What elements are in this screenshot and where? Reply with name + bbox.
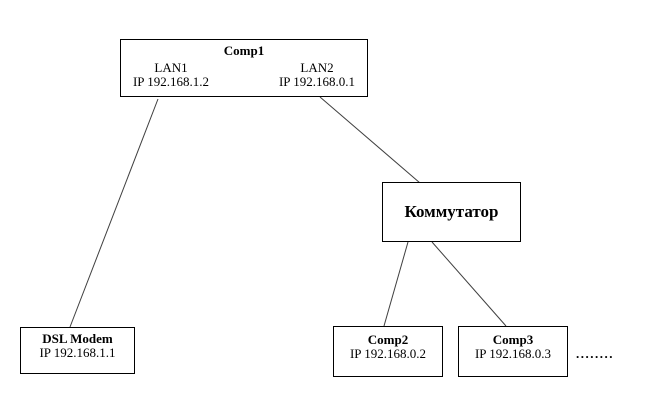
comp2-title: Comp2 bbox=[367, 332, 409, 347]
node-dsl-modem: DSL Modem IP 192.168.1.1 bbox=[20, 327, 135, 374]
comp1-interface-lan2: LAN2 IP 192.168.0.1 bbox=[267, 61, 367, 89]
dsl-modem-ip: IP 192.168.1.1 bbox=[39, 345, 116, 360]
connection-comp1-lan2-to-switch bbox=[319, 96, 421, 184]
dsl-modem-title: DSL Modem bbox=[42, 331, 113, 346]
comp1-lan2-name: LAN2 bbox=[300, 60, 334, 75]
comp3-title: Comp3 bbox=[492, 332, 534, 347]
switch-title: Коммутатор bbox=[404, 202, 499, 221]
connection-switch-to-comp3 bbox=[431, 241, 507, 327]
comp1-lan1-name: LAN1 bbox=[154, 60, 188, 75]
connection-comp1-lan1-to-dsl-modem bbox=[69, 98, 159, 328]
comp1-interface-lan1: LAN1 IP 192.168.1.2 bbox=[123, 61, 219, 89]
comp2-ip: IP 192.168.0.2 bbox=[349, 346, 427, 361]
more-nodes-ellipsis: ........ bbox=[576, 346, 614, 361]
comp3-ip: IP 192.168.0.3 bbox=[474, 346, 552, 361]
node-comp1: Comp1 LAN1 IP 192.168.1.2 LAN2 IP 192.16… bbox=[120, 39, 368, 97]
node-comp2: Comp2 IP 192.168.0.2 bbox=[333, 326, 443, 377]
connection-switch-to-comp2 bbox=[383, 241, 409, 327]
comp1-lan1-ip: IP 192.168.1.2 bbox=[132, 74, 210, 89]
comp1-lan2-ip: IP 192.168.0.1 bbox=[278, 74, 356, 89]
node-switch: Коммутатор bbox=[382, 182, 521, 242]
node-comp3: Comp3 IP 192.168.0.3 bbox=[458, 326, 568, 377]
comp1-title: Comp1 bbox=[223, 43, 265, 58]
